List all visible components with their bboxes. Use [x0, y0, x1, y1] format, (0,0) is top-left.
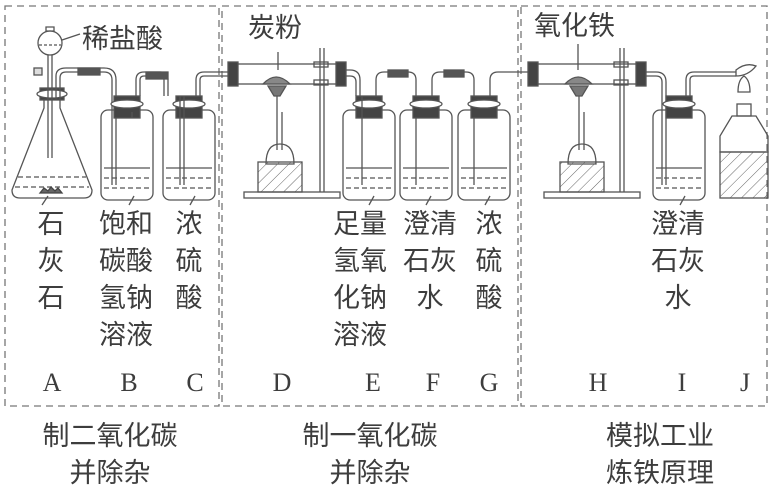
letter-i: I [677, 368, 687, 397]
limestone-pieces [38, 186, 64, 194]
content-label-g: 浓硫酸 [475, 209, 503, 314]
tube-d [227, 48, 361, 199]
letter-g: G [479, 368, 499, 397]
flame-icon [735, 64, 758, 77]
content-label-f: 澄清石灰水 [403, 209, 457, 314]
bottle-b [100, 71, 169, 206]
letter-b: B [120, 368, 138, 397]
content-label-b: 饱和碳酸氢钠溶液 [99, 209, 153, 351]
section-box-iron [520, 5, 768, 407]
burner-flame-h [568, 85, 590, 97]
tube-h [527, 44, 667, 199]
letter-c: C [186, 368, 204, 397]
stand-base-d [243, 191, 341, 199]
caption-iron: 模拟工业炼铁原理 [606, 421, 714, 489]
bottle-i [652, 71, 736, 206]
bottle-c [162, 71, 228, 206]
alcohol-lamp-j [719, 64, 769, 199]
burner-flame-d [266, 85, 288, 97]
letter-j: J [739, 368, 751, 397]
content-label-c: 浓硫酸 [175, 209, 203, 314]
caption-co2: 制二氧化碳并除杂 [42, 421, 178, 489]
content-label-i: 澄清石灰水 [651, 209, 705, 314]
bottle-f [399, 69, 475, 206]
carbon-powder [261, 76, 292, 85]
content-label-a: 石灰石 [37, 209, 65, 314]
letter-f: F [425, 368, 441, 397]
tube-h-reagent-label: 氧化铁 [534, 11, 615, 42]
caption-co: 制一氧化碳并除杂 [302, 421, 438, 489]
bottle-g [457, 71, 530, 206]
letter-d: D [272, 368, 292, 397]
tube-d-reagent-label: 炭粉 [248, 13, 302, 44]
stand-base-h [543, 191, 641, 199]
section-box-co [221, 5, 519, 407]
bottle-e [342, 69, 417, 206]
flask-a [11, 26, 117, 206]
letter-h: H [588, 368, 608, 397]
content-label-e: 足量氢氧化钠溶液 [333, 209, 387, 351]
iron-oxide-powder [563, 76, 594, 85]
section-box-co2 [4, 5, 220, 407]
funnel-reagent-label: 稀盐酸 [82, 24, 163, 55]
letter-a: A [42, 368, 62, 397]
separatory-funnel-icon [37, 30, 63, 56]
letter-e: E [365, 368, 381, 397]
